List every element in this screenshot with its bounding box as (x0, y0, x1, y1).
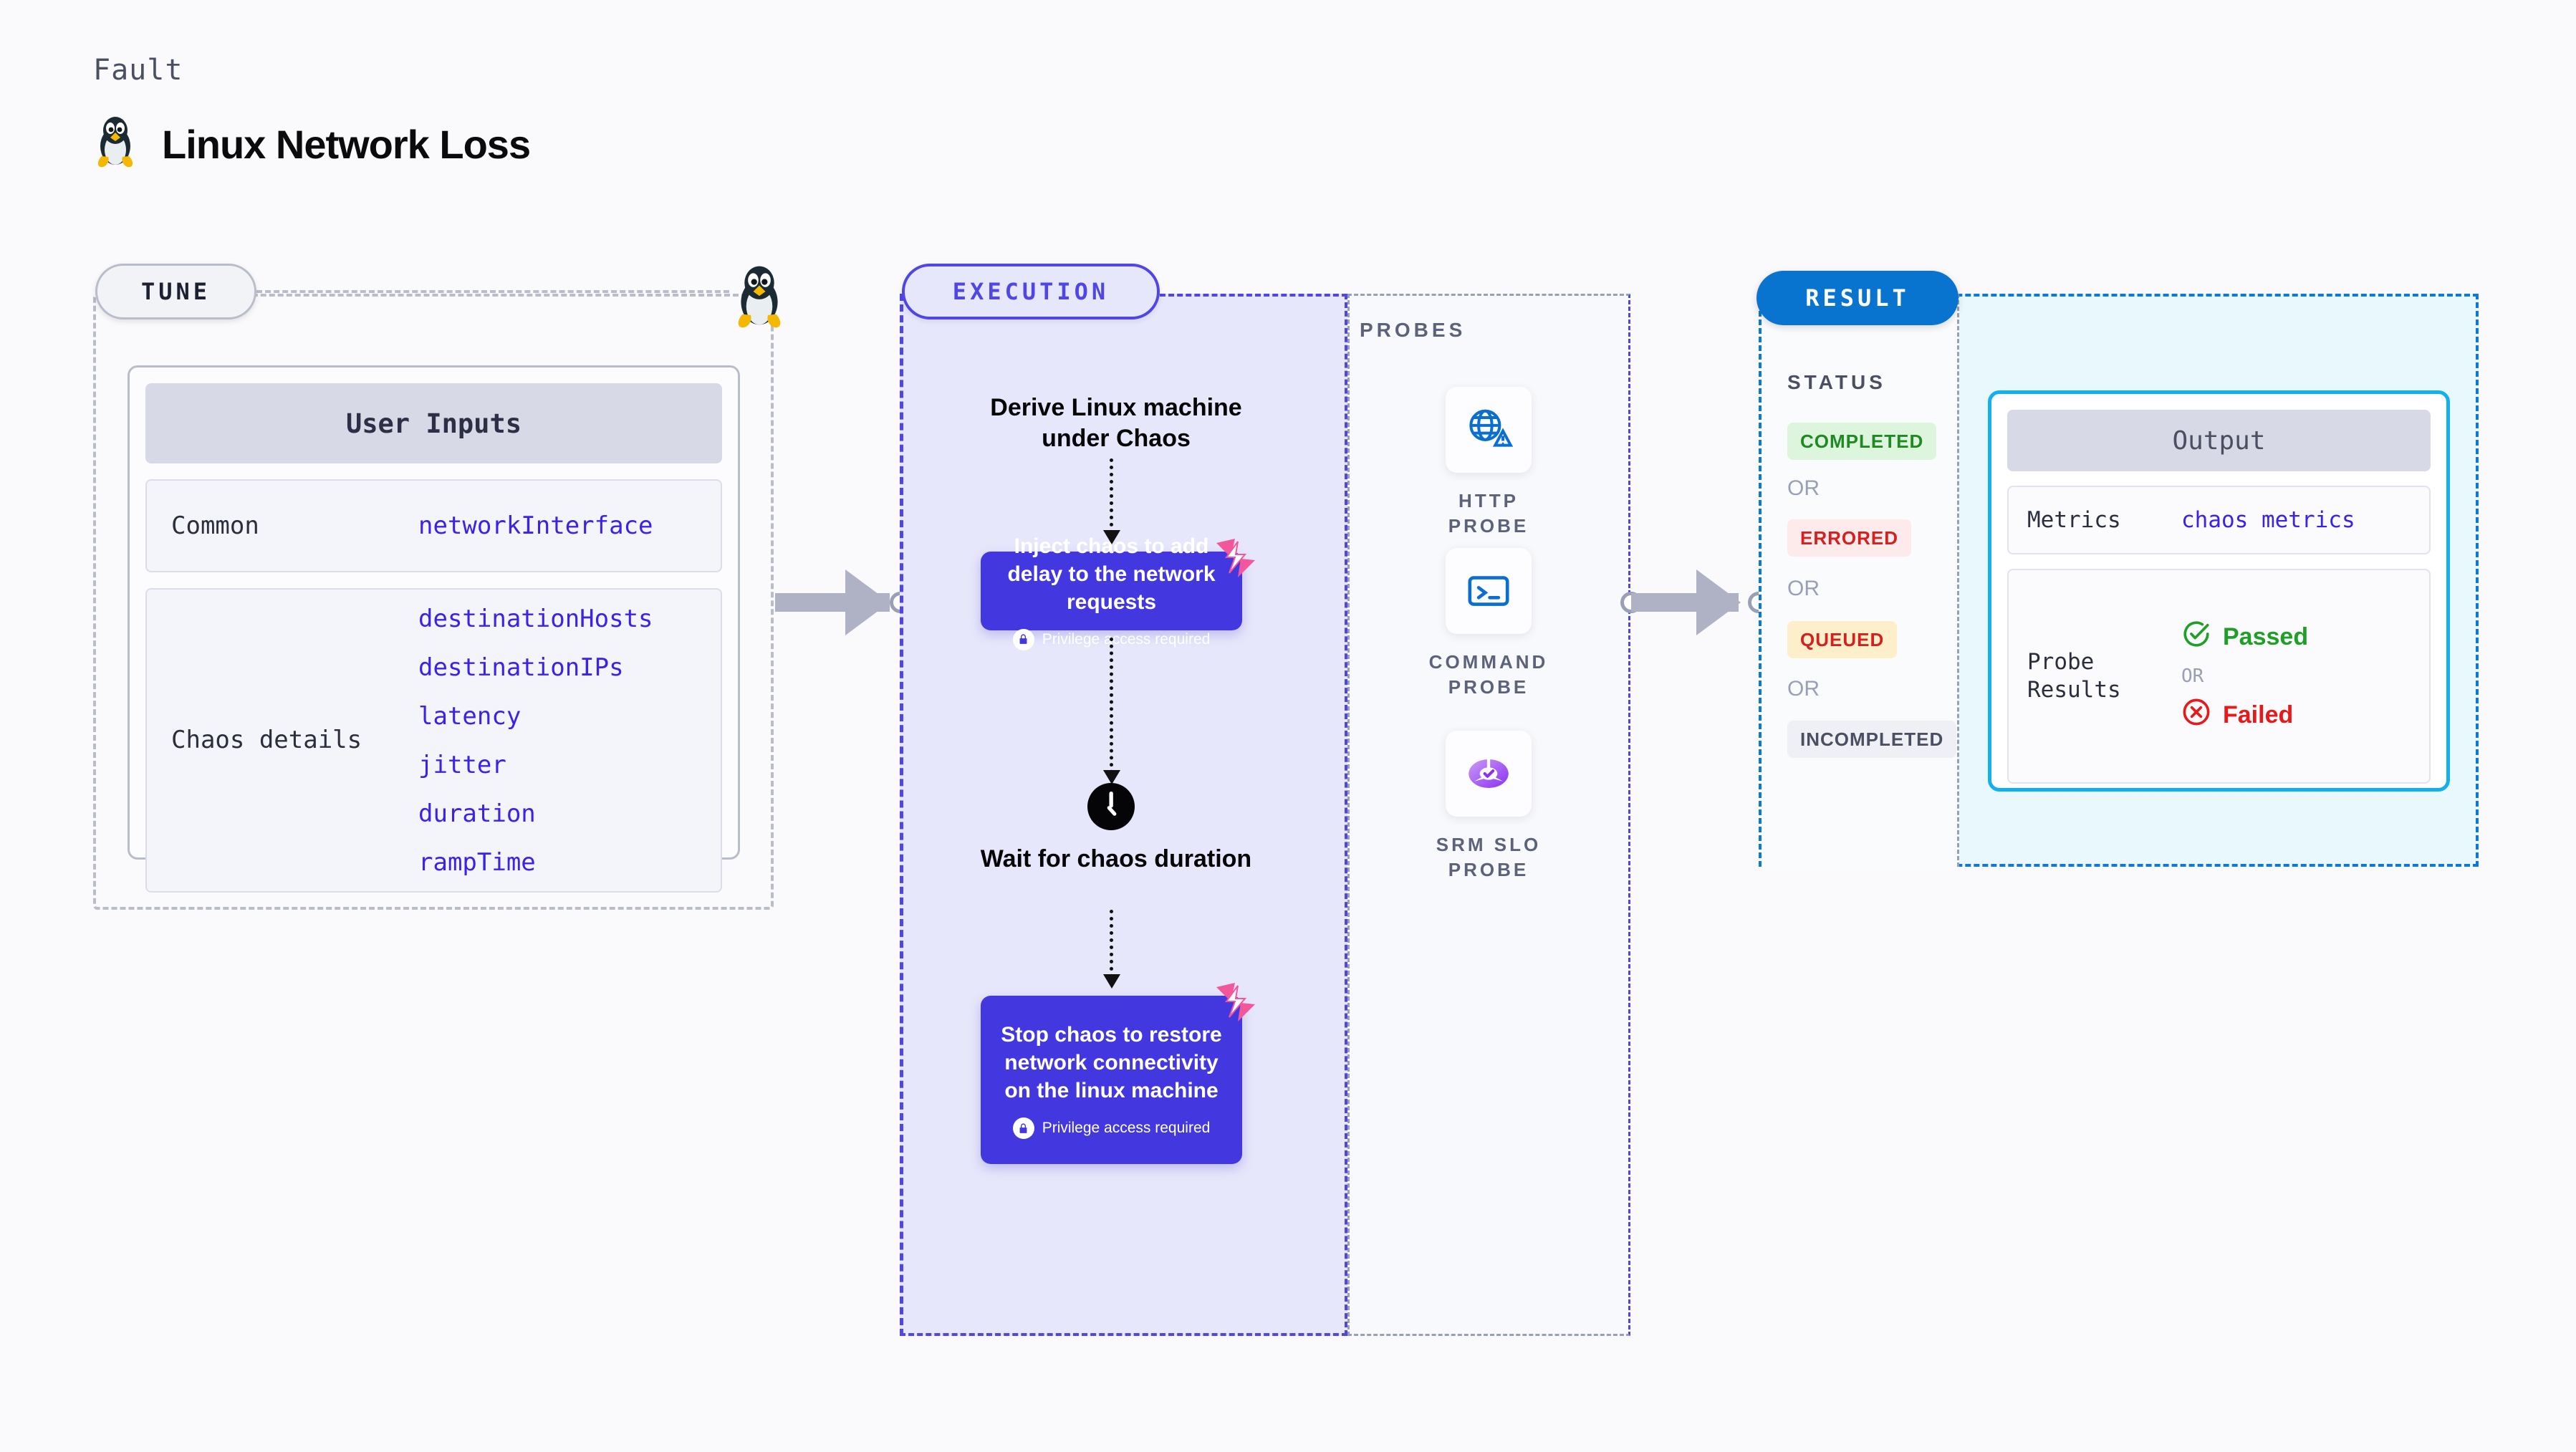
lock-icon (1012, 628, 1034, 650)
probe-item-srm-slo[interactable]: SRM SLO PROBE (1417, 731, 1560, 883)
check-circle-icon (2181, 619, 2211, 655)
row-values: networkInterface (418, 511, 653, 540)
flow-arrowhead-2 (1103, 770, 1120, 784)
output-title: Output (2007, 410, 2431, 471)
metrics-value[interactable]: chaos metrics (2181, 507, 2355, 533)
param-networkInterface[interactable]: networkInterface (418, 511, 653, 540)
result-status-column (1759, 294, 1959, 867)
tune-badge: TUNE (95, 264, 256, 319)
param-destinationIPs[interactable]: destinationIPs (418, 653, 624, 682)
status-badge-completed: COMPLETED (1787, 423, 1937, 460)
row-values: destinationHosts destinationIPs latency … (418, 605, 653, 877)
user-inputs-title: User Inputs (145, 383, 722, 463)
flow-arrowhead-1 (1103, 530, 1120, 544)
row-key: Chaos details (171, 726, 362, 755)
status-title: STATUS (1787, 371, 1886, 393)
probe-result-values: Passed OR Failed (2181, 619, 2308, 734)
row-key: Common (171, 511, 259, 540)
output-card: Output Metrics chaos metrics Probe Resul… (1988, 390, 2450, 792)
status-badge-queued: QUEUED (1787, 621, 1898, 658)
terminal-icon (1446, 548, 1532, 634)
fault-kicker-label: Fault (93, 54, 183, 87)
row-key: Probe Results (2027, 649, 2121, 703)
tune-panel (93, 294, 774, 910)
param-destinationHosts[interactable]: destinationHosts (418, 604, 653, 633)
output-row-probe-results: Probe Results Passed OR (2007, 569, 2431, 784)
probe-result-failed: Failed (2181, 697, 2308, 734)
status-badge-incompleted: INCOMPLETED (1787, 721, 1957, 758)
flow-arrow-1 (1110, 458, 1116, 534)
harness-logo-icon (1213, 536, 1258, 580)
connector-arrowhead (1696, 569, 1741, 635)
harness-logo-icon (1213, 980, 1258, 1024)
status-badge-errored: ERRORED (1787, 519, 1912, 557)
privilege-text: Privilege access required (1042, 1120, 1211, 1136)
page-title: Linux Network Loss (162, 122, 531, 167)
param-duration[interactable]: duration (418, 799, 536, 828)
clock-icon (1085, 781, 1137, 832)
probe-label: COMMAND PROBE (1428, 651, 1549, 698)
x-circle-icon (2181, 697, 2211, 734)
user-input-row-common: Common networkInterface (145, 479, 722, 572)
probe-label: HTTP PROBE (1448, 490, 1529, 537)
probe-result-passed: Passed (2181, 619, 2308, 655)
output-row-metrics: Metrics chaos metrics (2007, 486, 2431, 554)
probe-label: SRM SLO PROBE (1436, 834, 1542, 881)
param-rampTime[interactable]: rampTime (418, 847, 536, 877)
chaos-step-stop-box[interactable]: Stop chaos to restore network connectivi… (981, 983, 1255, 1164)
page-title-row: Linux Network Loss (93, 115, 531, 174)
execution-step-wait-label: Wait for chaos duration (980, 845, 1252, 872)
probe-item-command[interactable]: COMMAND PROBE (1417, 548, 1560, 700)
chaos-step-title: Stop chaos to restore network connectivi… (1001, 1023, 1222, 1102)
privilege-note: Privilege access required (1012, 628, 1211, 650)
linux-penguin-corner-icon (731, 264, 788, 332)
probe-item-http[interactable]: HTTP PROBE (1417, 387, 1560, 539)
user-input-row-chaos-details: Chaos details destinationHosts destinati… (145, 588, 722, 893)
result-badge: RESULT (1756, 271, 1959, 325)
param-latency[interactable]: latency (418, 701, 522, 731)
lock-icon (1012, 1117, 1034, 1139)
execution-badge: EXECUTION (902, 264, 1160, 319)
flow-arrow-2 (1110, 638, 1116, 774)
tune-tux-connector (256, 290, 729, 293)
status-or-1: OR (1787, 476, 1820, 500)
slo-donut-check-icon (1446, 731, 1532, 817)
param-jitter[interactable]: jitter (418, 750, 506, 779)
execution-step-derive-label: Derive Linux machine under Chaos (990, 394, 1242, 453)
failed-label: Failed (2223, 701, 2294, 729)
passed-label: Passed (2223, 623, 2309, 650)
linux-penguin-icon (93, 115, 138, 174)
chaos-step-title: Inject chaos to add delay to the network… (1007, 534, 1216, 614)
probes-title: PROBES (1360, 319, 1466, 341)
row-key: Metrics (2027, 506, 2121, 533)
privilege-note: Privilege access required (1012, 1117, 1211, 1139)
probe-result-or: OR (2181, 665, 2204, 687)
connector-arrowhead (845, 569, 890, 635)
flow-arrowhead-3 (1103, 974, 1120, 989)
flow-arrow-3 (1110, 910, 1116, 978)
privilege-text: Privilege access required (1042, 630, 1211, 648)
chaos-step-inject-box[interactable]: Inject chaos to add delay to the network… (981, 534, 1255, 650)
user-inputs-card: User Inputs Common networkInterface Chao… (128, 365, 740, 893)
status-or-2: OR (1787, 577, 1820, 600)
globe-warning-icon (1446, 387, 1532, 473)
status-or-3: OR (1787, 677, 1820, 701)
